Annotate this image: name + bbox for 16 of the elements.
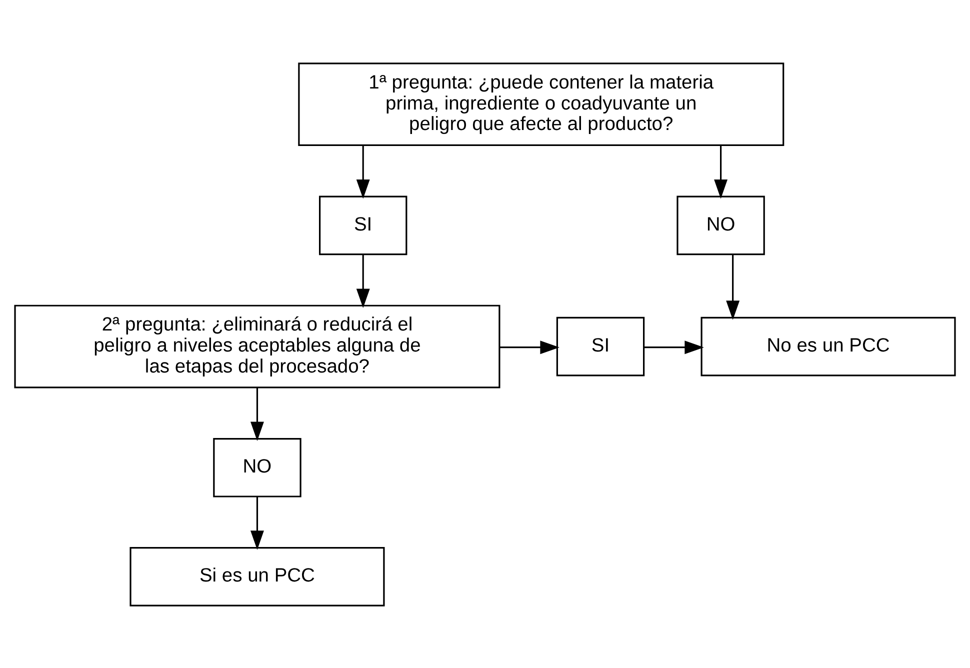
arrow bbox=[250, 496, 264, 550]
node-box: NO bbox=[213, 437, 302, 497]
arrow bbox=[356, 144, 370, 198]
node-box: SI bbox=[556, 316, 645, 376]
node-box: SI bbox=[318, 195, 408, 255]
arrow bbox=[356, 254, 370, 308]
arrow bbox=[500, 340, 560, 354]
node-box: Si es un PCC bbox=[130, 546, 385, 606]
arrow bbox=[726, 254, 740, 320]
node-box: 2ª pregunta: ¿eliminará o reducirá el peligro a niveles aceptables alguna de las etapas del procesado? bbox=[14, 304, 500, 388]
node-box: No es un PCC bbox=[700, 316, 956, 376]
arrow bbox=[644, 340, 704, 354]
node-box: 1ª pregunta: ¿puede contener la materia prima, ingrediente o coadyuvante un peligro que afecte al producto? bbox=[298, 62, 784, 146]
arrow bbox=[250, 387, 264, 440]
arrow bbox=[714, 144, 728, 198]
node-box: NO bbox=[676, 195, 765, 255]
